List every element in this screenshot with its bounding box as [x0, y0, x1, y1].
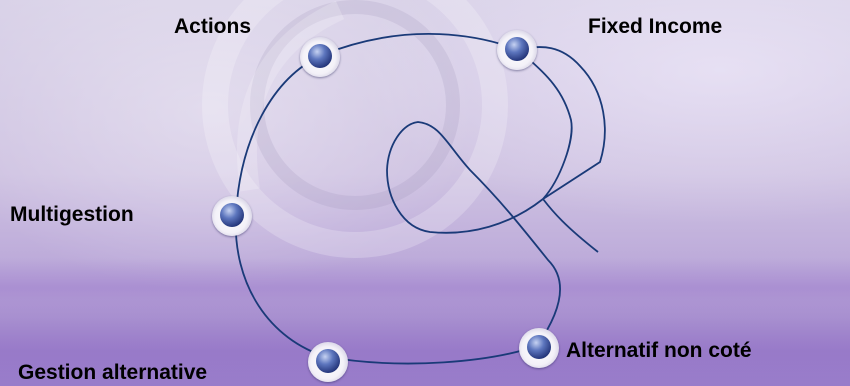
node-fixed-income-icon: [497, 30, 537, 70]
label-gestion-alternative: Gestion alternative: [18, 362, 207, 383]
label-multigestion: Multigestion: [10, 204, 134, 225]
node-gestion-alternative-icon: [308, 342, 348, 382]
label-actions: Actions: [174, 16, 251, 37]
cycle-line: [236, 34, 605, 364]
label-fixed-income: Fixed Income: [588, 16, 722, 37]
label-alternatif-non-cote: Alternatif non coté: [566, 340, 752, 361]
node-alternatif-non-cote-icon: [519, 328, 559, 368]
node-multigestion-icon: [212, 196, 252, 236]
node-actions-icon: [300, 37, 340, 77]
